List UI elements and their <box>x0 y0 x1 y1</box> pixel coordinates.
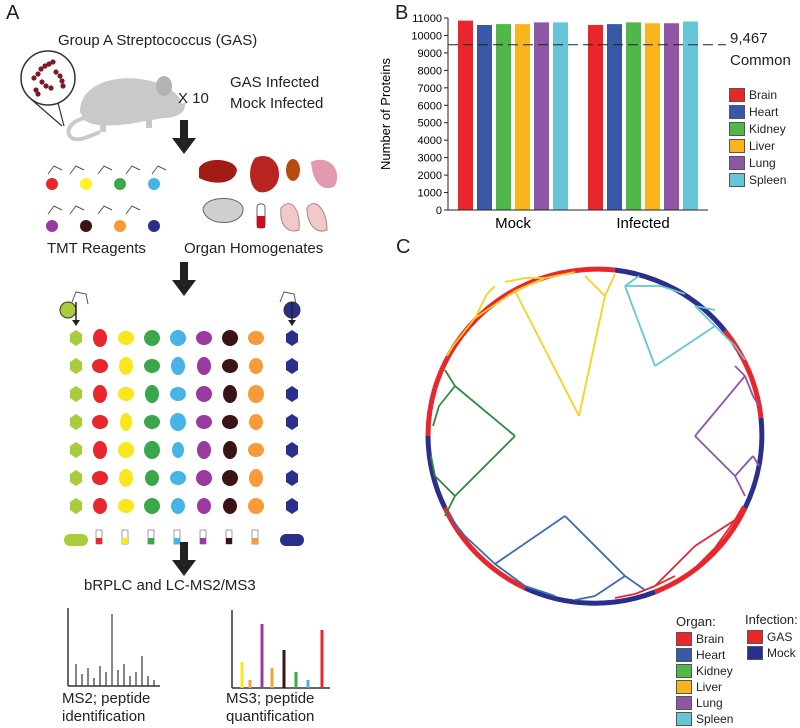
y-tick-label: 1000 <box>418 188 442 200</box>
ms2-label-2: identification <box>62 708 146 725</box>
organ-legend-label: Brain <box>696 632 725 646</box>
legend-swatch-heart <box>729 105 745 119</box>
down-arrow-icon <box>172 542 196 576</box>
legend-label: Spleen <box>749 173 787 187</box>
legend-label: Kidney <box>749 122 786 136</box>
y-tick-label: 6000 <box>418 100 442 112</box>
bar-liver-infected <box>645 23 660 211</box>
bar-kidney-mock <box>496 24 511 211</box>
organ-swatch-kidney <box>676 664 692 678</box>
organ-swatch-lung <box>676 696 692 710</box>
down-arrow-icon <box>172 120 196 154</box>
organs-icon <box>199 155 338 232</box>
bar-brain-infected <box>588 24 603 211</box>
bar-heart-mock <box>477 24 492 211</box>
y-tick-label: 11000 <box>412 13 442 25</box>
bar-lung-infected <box>664 23 679 211</box>
common-count-value: 9,467 <box>730 30 768 47</box>
bar-brain-mock <box>458 20 473 211</box>
bar-lung-mock <box>534 22 549 211</box>
bar-liver-mock <box>515 24 530 211</box>
bacteria-magnifier-icon <box>20 50 76 127</box>
method-label: bRPLC and LC-MS2/MS3 <box>84 577 256 594</box>
ms2-label-1: MS2; peptide <box>62 690 151 707</box>
y-tick-label: 3000 <box>418 153 442 165</box>
infection-legend-label: Mock <box>767 646 796 660</box>
times-ten-label: X 10 <box>178 90 209 107</box>
y-tick-label: 9000 <box>418 48 442 60</box>
gas-title: Group A Streptococcus (GAS) <box>58 32 258 49</box>
legend-swatch-kidney <box>729 122 745 136</box>
y-tick-label: 0 <box>436 205 442 217</box>
y-tick-label: 8000 <box>418 65 442 77</box>
organ-swatch-spleen <box>676 712 692 726</box>
infection-swatch-gas <box>747 630 763 644</box>
common-count-label: Common <box>730 52 791 69</box>
organ-legend-label: Spleen <box>696 712 734 726</box>
tmt-reagents-label: TMT Reagents <box>47 240 146 257</box>
legend-swatch-lung <box>729 156 745 170</box>
ms3-label-1: MS3; peptide <box>226 690 315 707</box>
bar-heart-infected <box>607 24 622 211</box>
panel-c-letter: C <box>396 236 411 258</box>
legend-swatch-brain <box>729 88 745 102</box>
dendrogram-circular <box>425 266 765 606</box>
ms3-label-2: quantification <box>226 708 315 725</box>
y-tick-label: 7000 <box>418 83 442 95</box>
down-arrow-icon <box>172 262 196 296</box>
bar-spleen-mock <box>553 22 568 211</box>
ms3-spectrum-icon <box>231 610 330 689</box>
panel-b-letter: B <box>395 2 409 24</box>
legend-swatch-spleen <box>729 173 745 187</box>
infection-legend: GAS Mock <box>747 630 800 670</box>
protein-count-bar-chart: Number of Proteins 0 1000 2000 3000 4000 5000… <box>378 13 726 232</box>
organ-matrix <box>64 302 304 546</box>
legend-label: Heart <box>749 105 779 119</box>
y-tick-label: 2000 <box>418 170 442 182</box>
panel-a-letter: A <box>6 2 20 24</box>
infection-legend-label: GAS <box>767 630 793 644</box>
organ-legend-title: Organ: <box>676 614 716 629</box>
organ-legend-label: Liver <box>696 680 723 694</box>
x-category-label: Mock <box>495 215 531 232</box>
y-tick-label: 10000 <box>411 30 442 42</box>
chart-axes <box>447 18 708 211</box>
organ-swatch-heart <box>676 648 692 662</box>
tmt-label-light-icon <box>59 291 89 319</box>
organ-swatch-liver <box>676 680 692 694</box>
bar-kidney-infected <box>626 22 641 211</box>
gas-infected-label: GAS Infected <box>230 74 320 91</box>
legend-swatch-liver <box>729 139 745 153</box>
legend-label: Lung <box>749 156 776 170</box>
y-axis-label: Number of Proteins <box>378 58 393 170</box>
bar-spleen-infected <box>683 21 698 211</box>
mouse-icon <box>66 76 186 142</box>
x-category-label: Infected <box>616 215 669 232</box>
ms2-spectrum-icon <box>67 608 160 687</box>
legend-label: Liver <box>749 139 776 153</box>
legend-label: Brain <box>749 88 778 102</box>
organ-swatch-brain <box>676 632 692 646</box>
mock-infected-label: Mock Infected <box>230 95 324 112</box>
infection-legend-title: Infection: <box>745 612 798 627</box>
organ-homogenates-label: Organ Homogenates <box>184 240 324 257</box>
organ-legend-label: Lung <box>696 696 723 710</box>
tmt-reagents-icon <box>46 165 167 232</box>
organ-legend-label: Heart <box>696 648 726 662</box>
infection-swatch-mock <box>747 646 763 660</box>
organ-legend-label: Kidney <box>696 664 733 678</box>
y-tick-label: 5000 <box>418 118 442 130</box>
y-tick-label: 4000 <box>418 135 442 147</box>
